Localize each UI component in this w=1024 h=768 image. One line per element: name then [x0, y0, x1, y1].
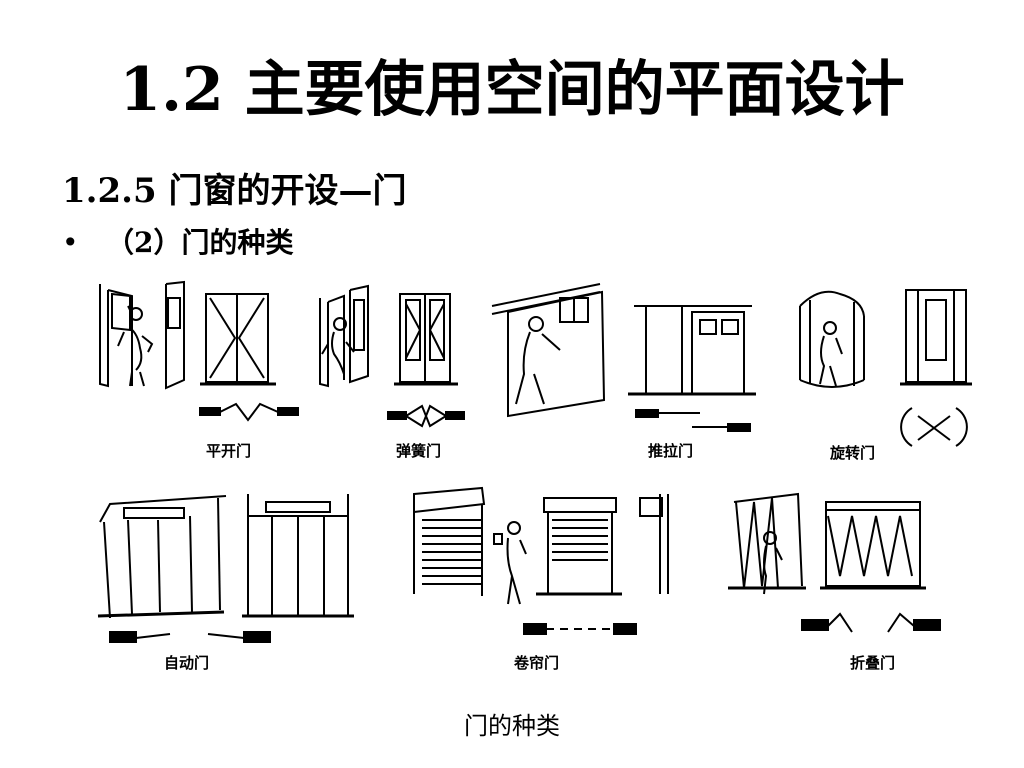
spring-door-plan: [387, 404, 465, 428]
figure-caption: 门的种类: [464, 712, 560, 740]
casement-door-elevation: [200, 293, 276, 386]
spring-door-perspective: [319, 284, 369, 388]
revolving-door-perspective: [799, 290, 865, 388]
folding-door-elevation: [820, 501, 926, 590]
door-label-sliding: 推拉门: [648, 442, 693, 460]
sliding-door-perspective: [491, 283, 606, 418]
rolling-door-elevation: [536, 497, 622, 596]
rolling-door-plan: [523, 623, 637, 635]
rolling-door-side-section: [639, 494, 669, 594]
spring-door-elevation: [394, 293, 458, 386]
door-label-automatic: 自动门: [164, 654, 209, 672]
door-label-casement: 平开门: [206, 442, 251, 460]
bullet-dot-icon: •: [62, 226, 79, 259]
revolving-door-elevation: [900, 289, 972, 386]
bullet-text: （2）门的种类: [106, 226, 294, 259]
casement-door-perspective: [99, 280, 185, 390]
rolling-door-perspective: [413, 486, 527, 605]
door-label-folding: 折叠门: [850, 654, 895, 672]
slide-title: 1.2 主要使用空间的平面设计: [119, 55, 905, 125]
bullet-item: • （2）门的种类: [62, 229, 293, 257]
door-label-spring: 弹簧门: [396, 442, 441, 460]
door-types-illustration: 平开门 弹簧门: [88, 276, 976, 688]
folding-door-perspective: [728, 492, 806, 595]
door-label-rolling: 卷帘门: [513, 654, 559, 672]
revolving-door-plan: [900, 407, 968, 447]
door-label-revolving: 旋转门: [829, 444, 875, 462]
folding-door-plan: [801, 612, 941, 633]
casement-door-plan: [199, 402, 299, 422]
automatic-door-perspective: [97, 495, 227, 619]
section-heading: 1.2.5 门窗的开设—门: [62, 171, 407, 211]
automatic-door-elevation: [242, 494, 354, 618]
sliding-door-plan: [635, 409, 751, 432]
sliding-door-elevation: [628, 305, 756, 396]
automatic-door-plan: [109, 631, 271, 643]
